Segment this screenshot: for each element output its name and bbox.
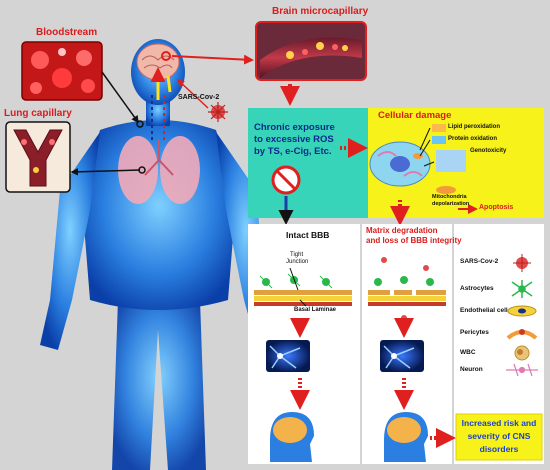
outcome-box: [455, 413, 543, 461]
legend-label-pericytes: Pericytes: [460, 329, 489, 336]
brain-microcapillary-label: Brain microcapillary: [272, 6, 369, 17]
matrix-degradation-line-2: and loss of BBB integrity: [366, 236, 462, 245]
damage-item-lipid: Lipid peroxidation: [448, 124, 500, 130]
legend-label-sars: SARS-Cov-2: [460, 258, 499, 265]
human-body-illustration: [40, 39, 276, 470]
damage-item-mitochondria: Mitochondria: [432, 194, 467, 200]
legend-endothelial-icon: [507, 305, 537, 317]
degraded-bbb-layers: [368, 257, 446, 321]
legend-neuron-icon: [506, 363, 538, 377]
tight-junction-label-1: Tight: [290, 252, 304, 258]
cell-illustration: [369, 141, 431, 187]
legend-sars-icon: [513, 254, 531, 272]
brain-microcapillary-inset: [255, 21, 367, 81]
outcome-line-3: disorders: [479, 444, 519, 454]
intact-bbb-layers: [254, 267, 352, 307]
chronic-exposure-line-2: to excessive ROS: [254, 134, 334, 145]
outcome-line-1: Increased risk and: [461, 418, 537, 428]
apoptosis-label: Apoptosis: [479, 204, 514, 211]
chronic-exposure-line-1: Chronic exposure: [254, 122, 335, 133]
legend-label-astrocytes: Astrocytes: [460, 285, 494, 292]
basal-laminae-label: Basal Laminae: [294, 307, 337, 313]
outcome-line-2: severity of CNS: [467, 431, 531, 441]
legend-icons: [506, 254, 538, 377]
tight-junction-label-2: Junction: [286, 259, 309, 265]
sars-cov2-particle: [208, 102, 228, 122]
neuron-image-intact: [266, 340, 310, 372]
brain-target-marker: [161, 51, 171, 61]
legend-label-wbc: WBC: [460, 349, 476, 356]
legend-label-endothelial: Endothelial cell: [460, 307, 508, 314]
neuron-image-degraded: [380, 340, 424, 372]
cellular-damage-title: Cellular damage: [378, 110, 452, 121]
matrix-degradation-line-1: Matrix degradation: [366, 226, 438, 235]
no-entry-sign: [271, 165, 301, 195]
lung-capillary-inset: [5, 121, 71, 193]
damage-item-genotoxicity: Genotoxicity: [470, 148, 507, 154]
legend-pericyte-icon: [506, 329, 538, 340]
legend-label-neuron: Neuron: [460, 366, 483, 373]
damage-item-protein: Protein oxidation: [448, 136, 498, 142]
bloodstream-inset: [21, 41, 103, 101]
bloodstream-label: Bloodstream: [36, 27, 98, 38]
head-brain-intact: [270, 412, 314, 462]
lung-capillary-label: Lung capillary: [4, 108, 72, 119]
damage-item-depolarization: depolarization: [432, 201, 470, 207]
chronic-exposure-line-3: by TS, e-Cig, Etc.: [254, 146, 332, 157]
sars-cov2-label: SARS-Cov-2: [178, 94, 220, 101]
legend-astrocyte-icon: [511, 280, 533, 298]
legend-wbc-icon: [514, 345, 530, 361]
head-brain-degraded: [384, 412, 428, 462]
intact-bbb-title: Intact BBB: [286, 230, 330, 240]
